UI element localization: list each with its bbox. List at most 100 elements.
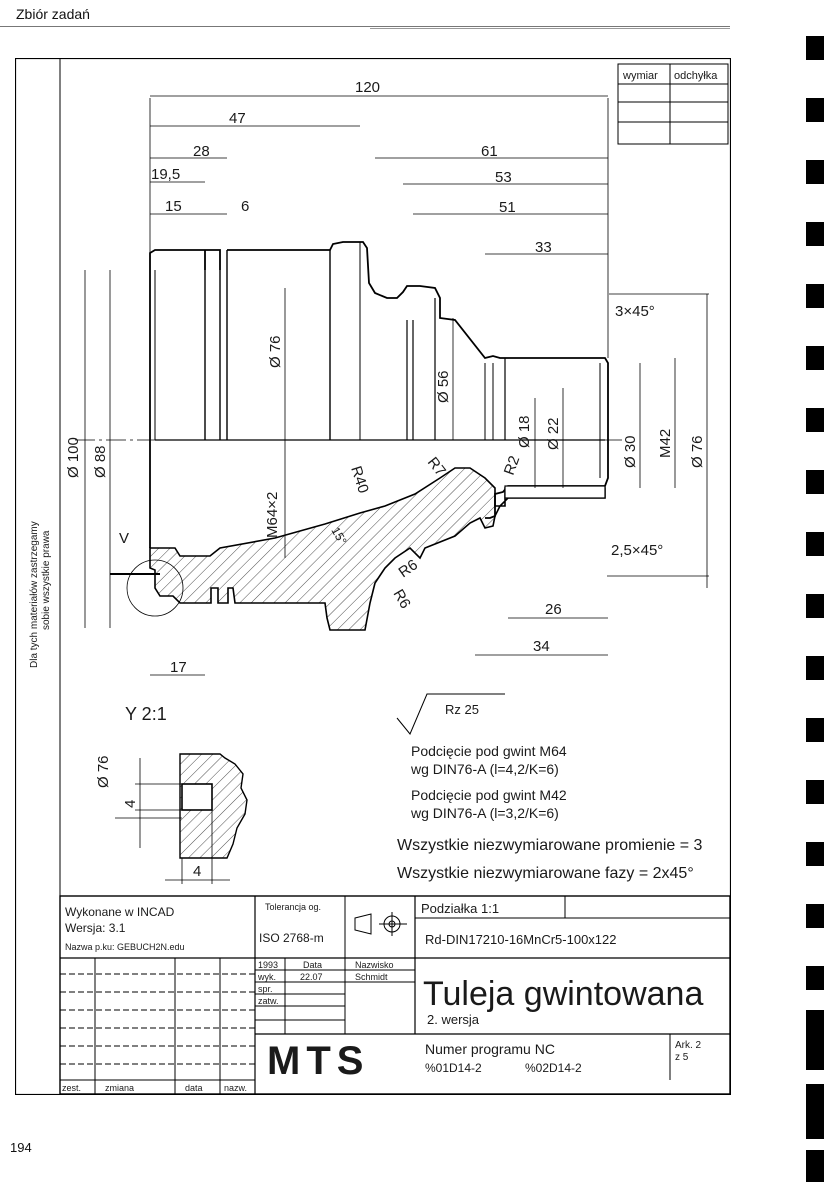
roughness-symbol: Rz 25 — [396, 693, 505, 735]
title-block: Wykonane w INCAD Wersja: 3.1 Nazwa p.ku:… — [59, 895, 731, 1095]
copyright-line-2: sobie wszystkie prawa — [41, 530, 52, 630]
edge-mark — [806, 966, 824, 990]
radius-r6-a: R6 — [396, 556, 421, 581]
tolerance-label: Tolerancja og. — [265, 902, 321, 912]
checked-label: spr. — [258, 984, 273, 994]
dim-dia-100: Ø 100 — [65, 437, 82, 478]
mts-logo: MTS — [267, 1039, 369, 1083]
scale: Podziałka 1:1 — [421, 901, 499, 916]
revision-col-zest: zest. — [62, 1083, 81, 1093]
header-rule — [0, 26, 730, 27]
detail-dim-4-vertical: 4 — [122, 800, 139, 808]
tolerance-col-dimension: wymiar — [622, 70, 658, 82]
sheet-label: Ark. 2 — [675, 1040, 702, 1051]
dimension-lines — [84, 95, 709, 676]
roughness-value: Rz 25 — [445, 702, 479, 717]
note-undercut-m64: Podcięcie pod gwint M64 — [411, 743, 567, 759]
dim-dia-88: Ø 88 — [92, 445, 109, 478]
revision-col-change: zmiana — [105, 1083, 134, 1093]
dim-61: 61 — [481, 143, 498, 160]
dim-28: 28 — [193, 143, 210, 160]
dim-26: 26 — [545, 601, 562, 618]
file-name: Nazwa p.ku: GEBUCH2N.edu — [65, 942, 185, 952]
view-v-label: V — [119, 530, 129, 547]
program-number-2: %02D14-2 — [525, 1061, 582, 1075]
dim-34: 34 — [533, 638, 550, 655]
drawing-notes: Podcięcie pod gwint M64 wg DIN76-A (l=4,… — [397, 743, 703, 882]
edge-mark — [806, 1010, 824, 1070]
edge-mark — [806, 780, 824, 804]
part-section-view — [75, 241, 625, 631]
name-label: Nazwisko — [355, 960, 394, 970]
dim-dia-18: Ø 18 — [516, 415, 533, 448]
dim-51: 51 — [499, 199, 516, 216]
edge-mark — [806, 904, 824, 928]
dim-dia-22: Ø 22 — [545, 417, 562, 450]
edge-mark — [806, 98, 824, 122]
chamfer-3x45: 3×45° — [615, 303, 655, 320]
drawn-name: Schmidt — [355, 972, 388, 982]
dim-15: 15 — [165, 198, 182, 215]
section-title: Zbiór zadań — [16, 6, 90, 22]
dim-6: 6 — [241, 198, 249, 215]
copyright-note: Dla tych materiałów zastrzegamy sobie ws… — [29, 521, 52, 668]
dim-120: 120 — [355, 79, 380, 96]
drawn-date: 22.07 — [300, 972, 323, 982]
edge-mark — [806, 346, 824, 370]
sheet-count: z 5 — [675, 1052, 689, 1063]
edge-mark — [806, 594, 824, 618]
dim-dia-76-right: Ø 76 — [689, 435, 706, 468]
page-number: 194 — [10, 1140, 32, 1155]
detail-dim-4-horizontal: 4 — [193, 863, 201, 880]
approved-label: zatw. — [258, 996, 279, 1006]
drawn-label: wyk. — [257, 972, 276, 982]
edge-mark — [806, 284, 824, 308]
dim-dia-30: Ø 30 — [622, 435, 639, 468]
note-din76-m64: wg DIN76-A (l=4,2/K=6) — [410, 761, 559, 777]
dim-dia-56: Ø 56 — [435, 370, 452, 403]
technical-drawing-sheet: Dla tych materiałów zastrzegamy sobie ws… — [15, 58, 731, 1095]
revision-col-date: data — [185, 1083, 203, 1093]
edge-mark — [806, 222, 824, 246]
edge-mark — [806, 656, 824, 680]
edge-mark — [806, 36, 824, 60]
radius-r2: R2 — [501, 454, 524, 478]
detail-marker-circle — [126, 559, 184, 617]
radius-r40: R40 — [347, 464, 372, 495]
note-din76-m42: wg DIN76-A (l=3,2/K=6) — [410, 805, 559, 821]
dim-m64x2: M64×2 — [264, 492, 281, 538]
dim-19-5: 19,5 — [151, 166, 180, 183]
revision-col-name: nazw. — [224, 1083, 247, 1093]
year: 1993 — [258, 960, 278, 970]
edge-mark — [806, 532, 824, 556]
projection-symbol-icon — [354, 912, 407, 936]
program-label: Numer programu NC — [425, 1041, 555, 1057]
edge-mark — [806, 842, 824, 866]
tolerance-col-deviation: odchyłka — [674, 70, 718, 82]
edge-mark — [806, 718, 824, 742]
dim-53: 53 — [495, 169, 512, 186]
material: Rd-DIN17210-16MnCr5-100x122 — [425, 932, 617, 947]
edge-mark — [806, 408, 824, 432]
note-undercut-m42: Podcięcie pod gwint M42 — [411, 787, 567, 803]
copyright-line-1: Dla tych materiałów zastrzegamy — [29, 521, 40, 668]
dim-m42: M42 — [657, 429, 674, 458]
edge-mark — [806, 1150, 824, 1182]
note-chamfers: Wszystkie niezwymiarowane fazy = 2x45° — [397, 865, 694, 882]
dim-17: 17 — [170, 659, 187, 676]
part-title: Tuleja gwintowana — [423, 975, 703, 1013]
detail-dia-76: Ø 76 — [95, 755, 112, 788]
tolerance-standard: ISO 2768-m — [259, 931, 324, 945]
header-rule-2 — [370, 28, 730, 29]
made-in: Wykonane w INCAD — [65, 905, 175, 919]
detail-title: Y 2:1 — [125, 704, 167, 724]
dim-dia-76: Ø 76 — [267, 335, 284, 368]
edge-mark — [806, 470, 824, 494]
dim-47: 47 — [229, 110, 246, 127]
chamfer-2-5x45: 2,5×45° — [611, 542, 663, 559]
edge-mark — [806, 1084, 824, 1139]
dimension-labels: 120 47 28 19,5 15 6 61 53 51 33 3×45° 2,… — [65, 79, 706, 676]
radius-r6-b: R6 — [390, 587, 414, 612]
date-label: Data — [303, 960, 322, 970]
version: Wersja: 3.1 — [65, 921, 126, 935]
